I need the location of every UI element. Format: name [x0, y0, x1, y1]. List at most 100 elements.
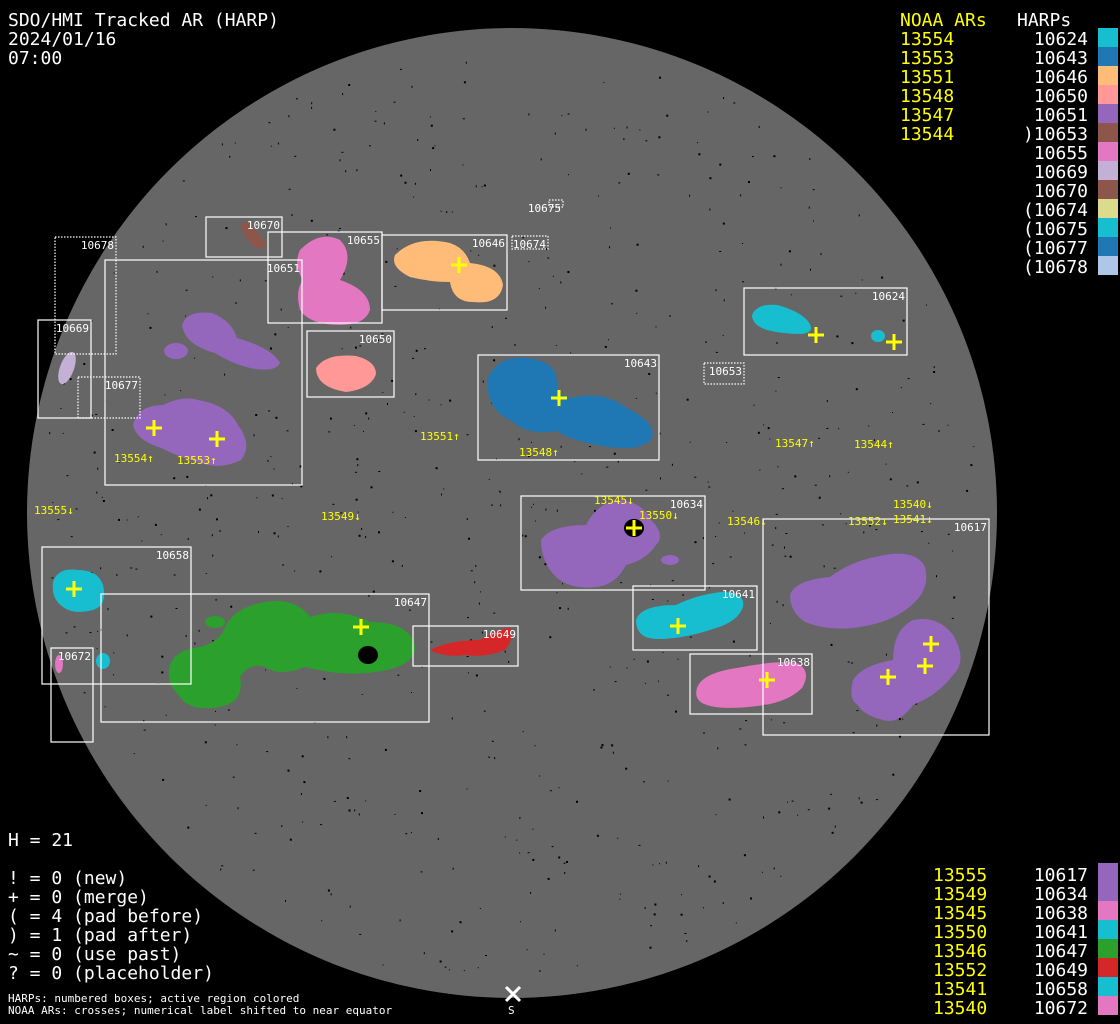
- speck: [408, 609, 411, 611]
- speck: [625, 767, 628, 770]
- speck: [508, 660, 510, 663]
- speck: [230, 605, 233, 608]
- legend-harp-id: 10649: [1034, 960, 1088, 981]
- speck: [403, 411, 405, 413]
- speck: [659, 432, 661, 435]
- speck: [303, 781, 306, 784]
- region-10641: [636, 592, 744, 639]
- speck: [732, 510, 734, 512]
- speck: [778, 811, 781, 814]
- speck: [462, 118, 465, 120]
- legend-noaa-id: 13547: [900, 105, 954, 126]
- legend-color-swatch: [1098, 920, 1118, 939]
- speck: [449, 399, 452, 402]
- umbra: [358, 646, 378, 664]
- speck: [907, 378, 910, 380]
- harp-box: [381, 234, 508, 311]
- speck: [326, 234, 329, 236]
- speck: [635, 398, 637, 399]
- speck: [814, 484, 817, 486]
- speck: [617, 460, 619, 463]
- legend-color-swatch: [1098, 958, 1118, 977]
- legend-color-swatch: [1098, 977, 1118, 996]
- speck: [205, 804, 207, 806]
- speck: [83, 363, 86, 365]
- harp-box: [54, 236, 117, 355]
- speck: [438, 308, 440, 310]
- speck: [892, 773, 895, 776]
- speck: [194, 357, 196, 359]
- speck: [321, 920, 323, 922]
- harp-box-label: 10634: [670, 498, 703, 511]
- speck: [399, 919, 401, 922]
- speck: [728, 798, 731, 801]
- speck: [722, 334, 724, 336]
- speck: [627, 172, 630, 175]
- speck: [205, 573, 207, 574]
- speck: [198, 508, 201, 511]
- harp-box-label: 10653: [709, 365, 742, 378]
- region-10646: [394, 240, 503, 303]
- speck: [446, 211, 448, 214]
- speck: [562, 583, 563, 585]
- speck: [614, 681, 617, 683]
- speck: [359, 345, 362, 347]
- speck: [723, 299, 725, 302]
- speck: [225, 227, 228, 230]
- speck: [689, 636, 692, 638]
- speck: [239, 279, 241, 282]
- speck: [479, 591, 481, 593]
- noaa-cross-icon: [209, 431, 225, 447]
- legend-harp-id: (10678: [1023, 257, 1088, 278]
- speck: [224, 373, 226, 376]
- speck: [258, 531, 259, 534]
- speck: [154, 523, 157, 526]
- speck: [951, 617, 954, 619]
- speck: [869, 524, 871, 527]
- speck: [357, 464, 359, 467]
- speck: [780, 263, 782, 266]
- speck: [775, 390, 777, 392]
- speck: [475, 674, 478, 677]
- legend-color-swatch: [1098, 180, 1118, 199]
- speck: [742, 243, 743, 244]
- speck: [91, 414, 93, 417]
- speck: [387, 403, 388, 406]
- speck: [228, 709, 230, 711]
- speck: [589, 446, 592, 448]
- speck: [757, 431, 760, 434]
- status-count-line: + = 0 (merge): [8, 887, 149, 908]
- speck: [797, 814, 799, 816]
- harp-box: [77, 376, 141, 419]
- speck: [294, 155, 297, 157]
- speck: [356, 169, 358, 172]
- speck: [610, 303, 613, 305]
- speck: [95, 414, 98, 415]
- speck: [448, 969, 450, 971]
- speck: [708, 486, 711, 488]
- speck: [873, 439, 875, 442]
- speck: [215, 710, 216, 712]
- speck: [113, 652, 115, 654]
- speck: [820, 253, 822, 256]
- speck: [429, 116, 431, 118]
- speck: [567, 271, 570, 273]
- speck: [868, 425, 870, 427]
- speck: [365, 412, 368, 415]
- speck: [651, 599, 654, 600]
- speck: [715, 536, 717, 537]
- harp-box-label: 10669: [56, 322, 89, 335]
- speck: [253, 434, 255, 437]
- speck: [365, 800, 367, 802]
- legend-color-swatch: [1098, 882, 1118, 901]
- speck: [547, 877, 550, 880]
- speck: [563, 862, 566, 864]
- noaa-disk-label: 13547↑: [775, 437, 815, 450]
- speck: [451, 211, 453, 213]
- speck: [423, 952, 425, 955]
- speck: [952, 550, 954, 552]
- speck: [549, 636, 552, 639]
- speck: [718, 522, 720, 524]
- speck: [346, 797, 349, 799]
- speck: [826, 400, 828, 403]
